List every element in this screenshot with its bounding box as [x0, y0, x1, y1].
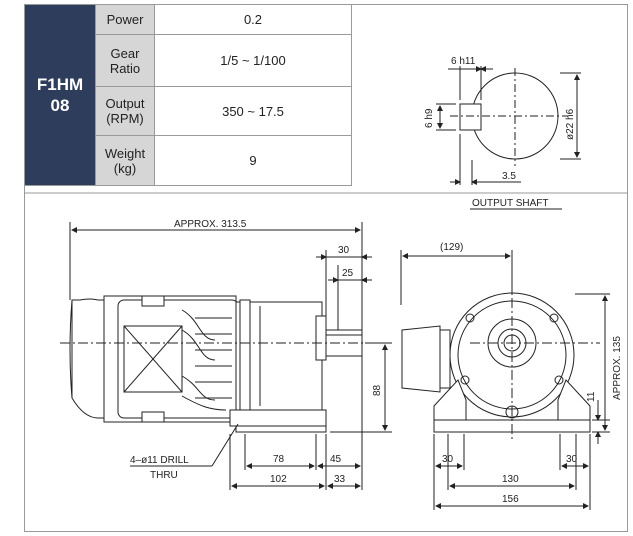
- shaft-keyway: [459, 103, 482, 131]
- foot-right-30-label: 30: [566, 454, 578, 465]
- model-line-2: 08: [50, 96, 70, 115]
- base-45-label: 45: [330, 454, 342, 465]
- base-78-label: 78: [273, 454, 285, 465]
- drill-label-line2: THRU: [150, 470, 178, 481]
- power-value: 0.2: [154, 4, 352, 35]
- span-130-label: 130: [502, 474, 519, 485]
- gear-ratio-label: Gear Ratio: [95, 34, 155, 87]
- shaft-width-label: 6 h11: [451, 56, 476, 67]
- weight-value: 9: [154, 135, 352, 186]
- side-view: [60, 222, 392, 490]
- side-base: [229, 409, 327, 427]
- foot-height-label: 11: [586, 391, 597, 402]
- gear-ratio-value: 1/5 ~ 1/100: [154, 34, 352, 87]
- weight-label: Weight (kg): [95, 135, 155, 186]
- shaft-25-label: 25: [342, 268, 354, 279]
- shaft-key-label: 6 h9: [424, 108, 435, 128]
- span-156-label: 156: [502, 494, 519, 505]
- base-102-label: 102: [270, 474, 287, 485]
- front-view: [400, 250, 610, 510]
- output-shaft-view: [436, 66, 581, 210]
- terminal-box: [401, 325, 441, 393]
- output-rpm-label: Output (RPM): [95, 86, 155, 136]
- shaft-dia-label: ø22 h6: [565, 108, 576, 140]
- drill-label-line1: 4–ø11 DRILL: [130, 455, 189, 466]
- height-88-label: 88: [372, 384, 383, 396]
- output-rpm-value: 350 ~ 17.5: [154, 86, 352, 136]
- shaft-caption: OUTPUT SHAFT: [472, 198, 548, 209]
- shaft-30-label: 30: [338, 245, 350, 256]
- fan-cover: [71, 298, 105, 419]
- front-feet: [433, 379, 591, 421]
- front-width-label: (129): [440, 242, 463, 253]
- spec-table: F1HM 08 Power 0.2 Gear Ratio 1/5 ~ 1/100…: [24, 4, 352, 186]
- power-label: Power: [95, 4, 155, 35]
- model-line-1: F1HM: [36, 75, 84, 94]
- front-height-label: APPROX. 135: [612, 336, 623, 400]
- base-33-label: 33: [334, 474, 346, 485]
- shaft-depth-label: 3.5: [502, 171, 516, 182]
- foot-left-30-label: 30: [442, 454, 454, 465]
- overall-length-label: APPROX. 313.5: [174, 219, 247, 230]
- model-name: F1HM 08: [24, 4, 96, 186]
